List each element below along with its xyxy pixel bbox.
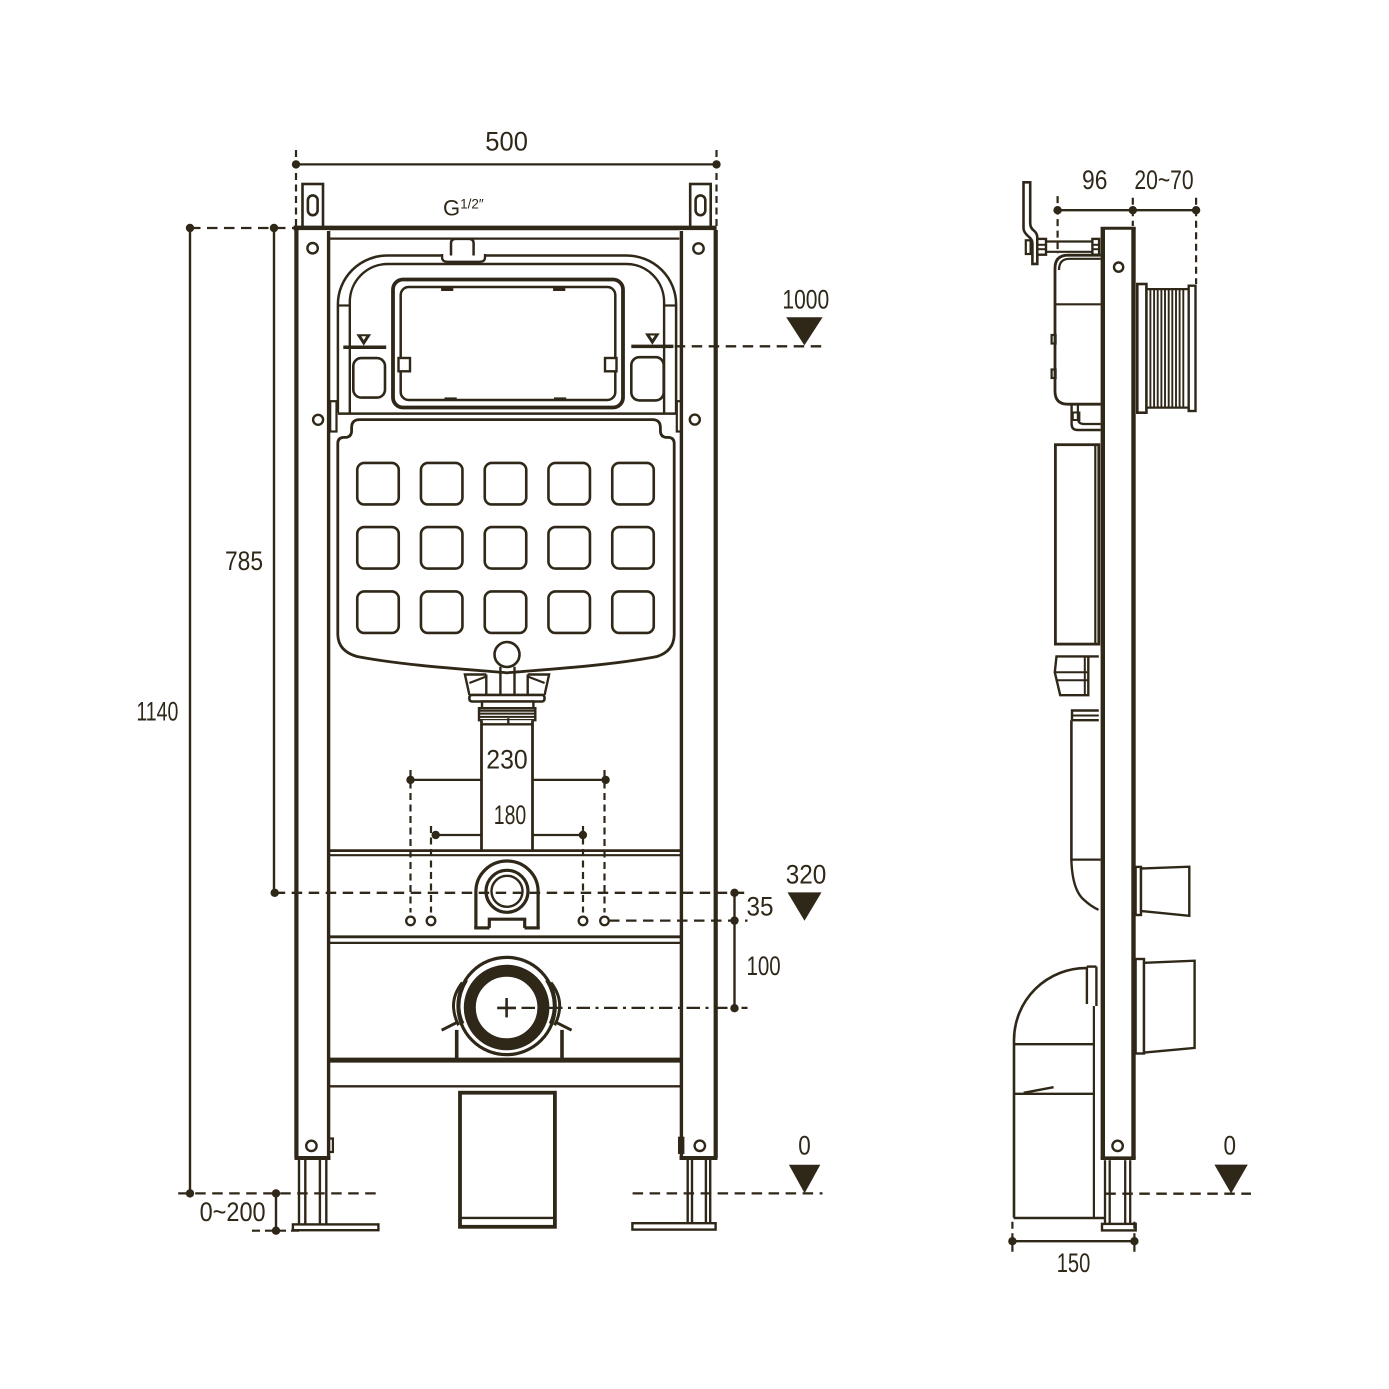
svg-text:96: 96 [1082,165,1107,195]
svg-text:1140: 1140 [136,697,178,727]
svg-text:180: 180 [494,800,526,830]
svg-text:20~70: 20~70 [1134,165,1193,195]
svg-text:100: 100 [747,951,781,981]
svg-text:785: 785 [225,546,263,576]
svg-text:0: 0 [1224,1131,1237,1161]
svg-text:500: 500 [485,126,528,156]
svg-text:1000: 1000 [782,285,829,315]
svg-text:230: 230 [486,744,527,774]
svg-text:320: 320 [786,860,827,890]
svg-text:35: 35 [747,892,774,922]
svg-text:0~200: 0~200 [200,1197,266,1227]
svg-text:0: 0 [798,1131,811,1161]
svg-text:150: 150 [1057,1248,1091,1278]
